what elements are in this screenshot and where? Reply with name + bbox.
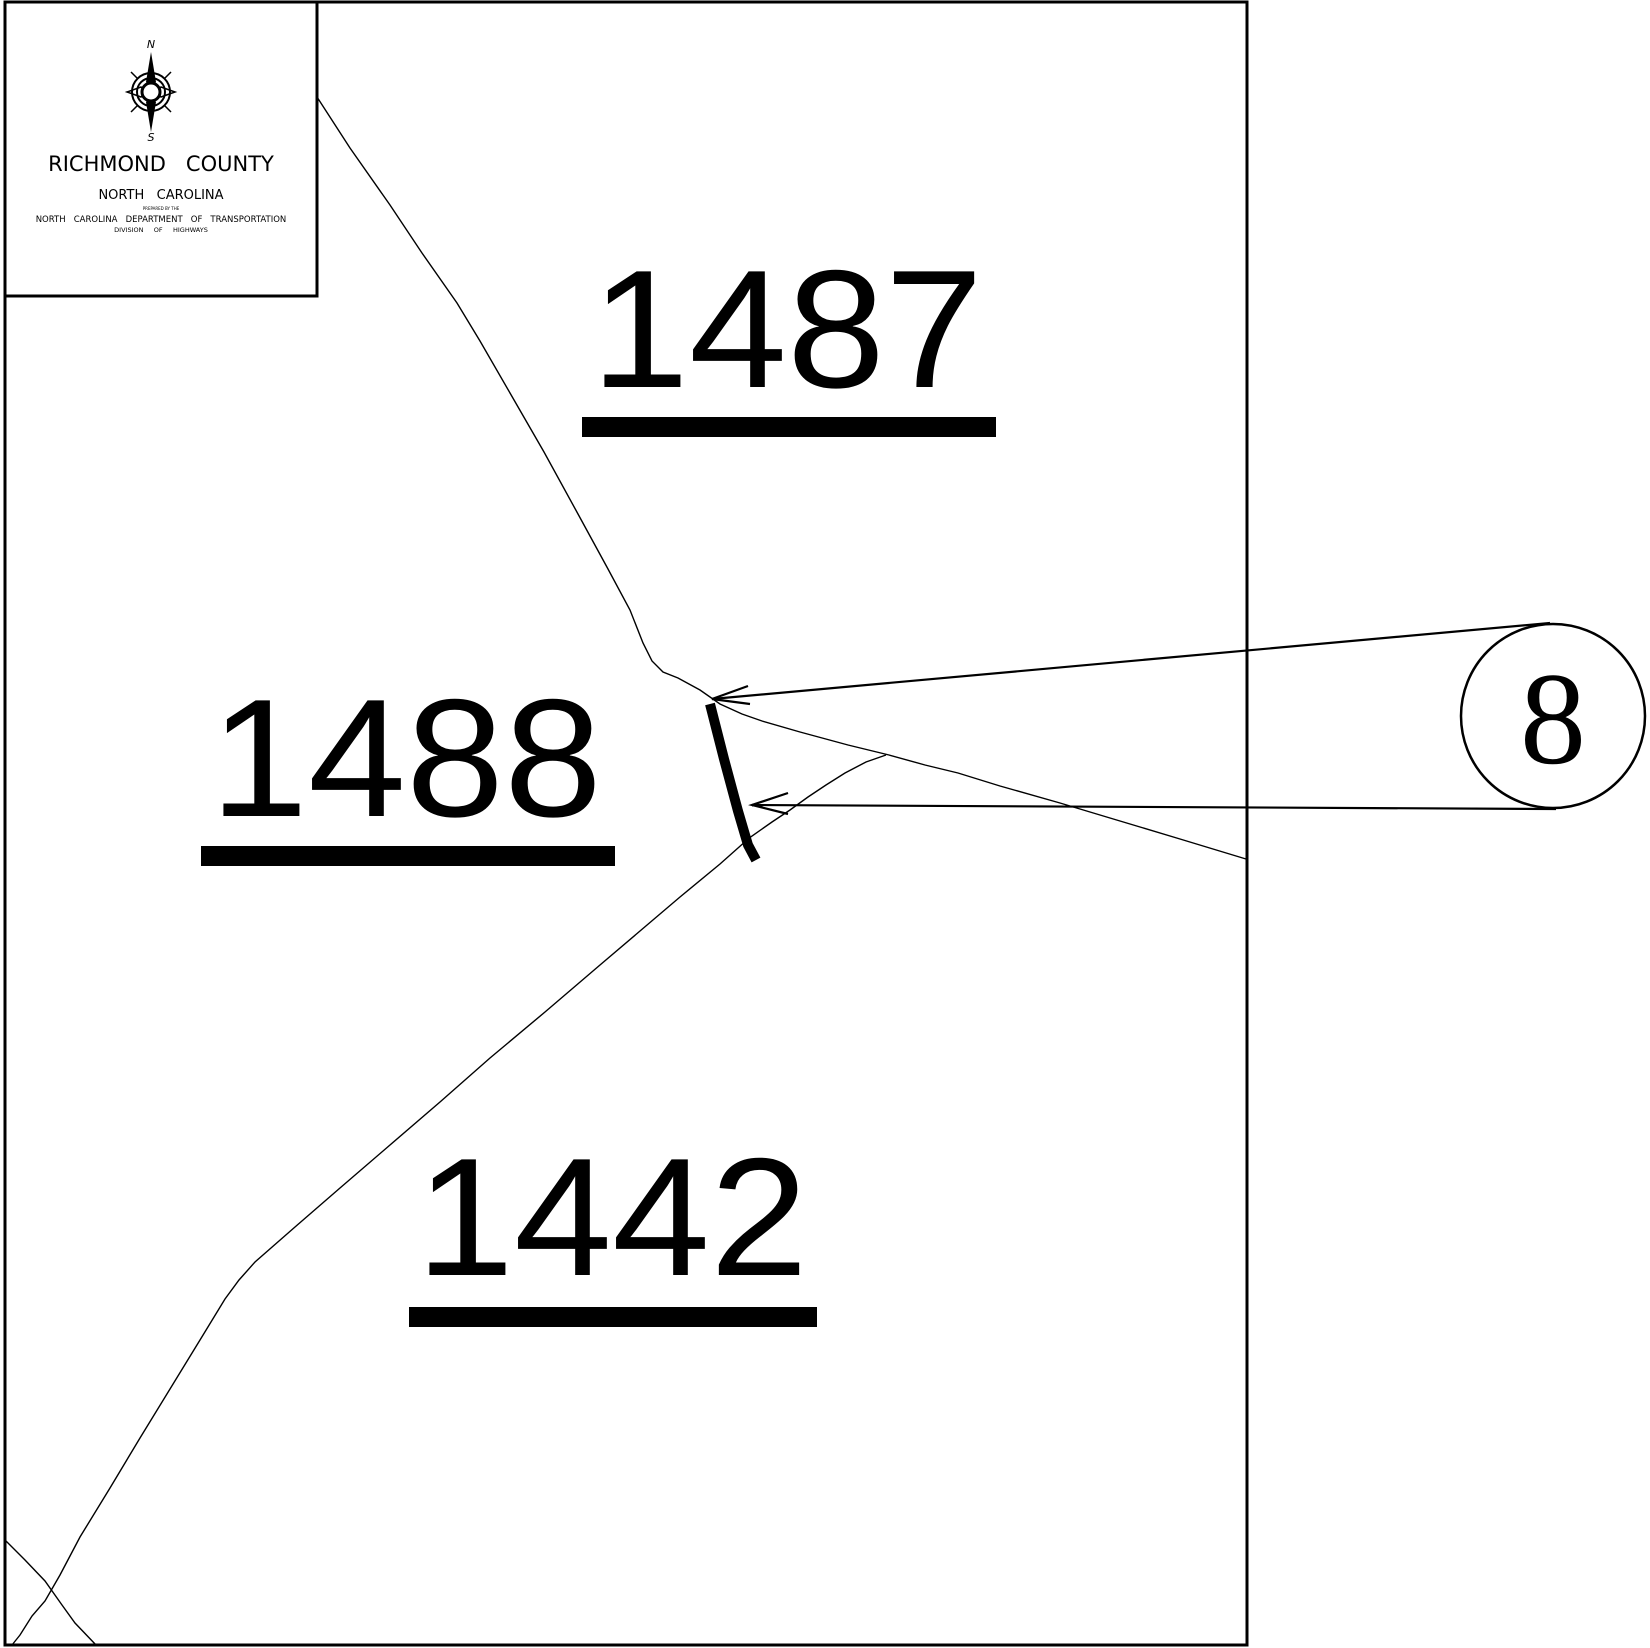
road-label-1488-group: 1488: [201, 664, 615, 866]
road-label-1488: 1488: [210, 664, 602, 852]
road-line-1442: [11, 754, 887, 1646]
south-letter: S: [148, 131, 155, 144]
arrowhead-bottom: [748, 791, 789, 816]
road-label-1487: 1487: [591, 235, 983, 423]
north-letter: N: [147, 38, 155, 51]
road-label-1487-group: 1487: [582, 235, 996, 437]
county-name: RICHMOND COUNTY: [48, 152, 274, 176]
division-name: DIVISION OF HIGHWAYS: [114, 226, 208, 234]
title-block-frame: [3, 0, 319, 298]
map-frame: [3, 0, 1249, 1647]
highlighted-segment: [705, 702, 761, 863]
callout-circle: [1459, 622, 1647, 810]
road-underline-1488: [201, 846, 615, 866]
department-name: NORTH CAROLINA DEPARTMENT OF TRANSPORTAT…: [36, 215, 287, 225]
road-line-corner: [4, 1539, 97, 1646]
road-label-1442: 1442: [416, 1123, 808, 1311]
callout-leaders: [711, 621, 1557, 816]
road-lines: [4, 96, 1247, 1646]
arrowhead-top: [711, 684, 751, 706]
road-underline-1442: [409, 1307, 817, 1327]
prepared-by-note: PREPARED BY THE: [143, 206, 180, 211]
compass-rose-icon: [124, 52, 178, 132]
callout-number: 8: [1520, 645, 1586, 792]
state-name: NORTH CAROLINA: [98, 188, 223, 203]
road-label-1442-group: 1442: [409, 1123, 817, 1327]
road-line-1487: [316, 96, 1247, 860]
callout-leader-top: [711, 621, 1551, 701]
road-underline-1487: [582, 417, 996, 437]
callout-leader-bottom: [751, 803, 1557, 811]
title-block: N S RICHMOND COUNTY NORTH CAROLINA PREPA…: [3, 0, 319, 298]
